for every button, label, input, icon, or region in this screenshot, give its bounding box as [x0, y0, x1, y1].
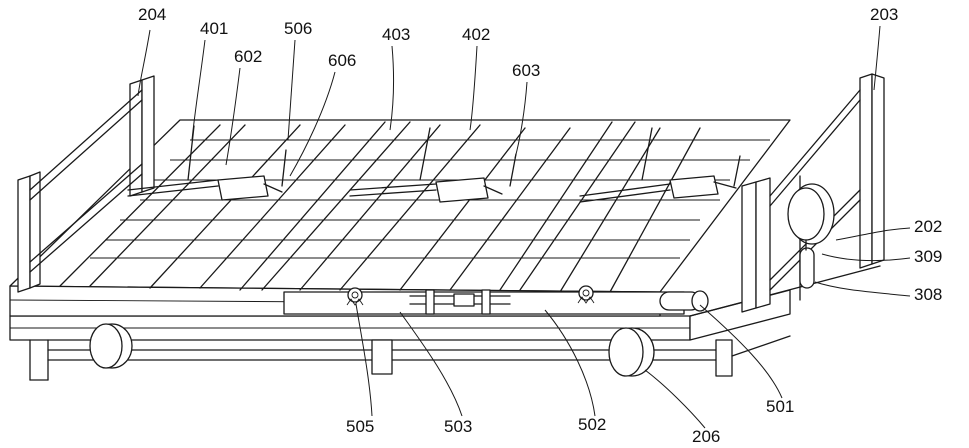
label-402: 402 [462, 25, 490, 44]
control-modules [127, 125, 741, 203]
left-headboard [17, 75, 155, 293]
label-309: 309 [914, 247, 942, 266]
label-204: 204 [138, 5, 166, 24]
label-501: 501 [766, 397, 794, 416]
label-603: 603 [512, 61, 540, 80]
label-206: 206 [692, 427, 720, 446]
label-602: 602 [234, 47, 262, 66]
label-502: 502 [578, 415, 606, 434]
side-rail [283, 285, 685, 315]
label-308: 308 [914, 285, 942, 304]
label-203: 203 [870, 5, 898, 24]
label-606: 606 [328, 51, 356, 70]
label-403: 403 [382, 25, 410, 44]
label-503: 503 [444, 417, 472, 436]
reference-labels: 204 401 602 506 606 403 402 603 203 202 … [138, 5, 942, 446]
cylinder [659, 290, 709, 312]
motor-disc [787, 183, 835, 289]
wheels [89, 323, 655, 377]
bed-deck [9, 119, 791, 317]
label-506: 506 [284, 19, 312, 38]
leader-lines [137, 25, 911, 429]
label-401: 401 [200, 19, 228, 38]
label-202: 202 [914, 217, 942, 236]
label-505: 505 [346, 417, 374, 436]
